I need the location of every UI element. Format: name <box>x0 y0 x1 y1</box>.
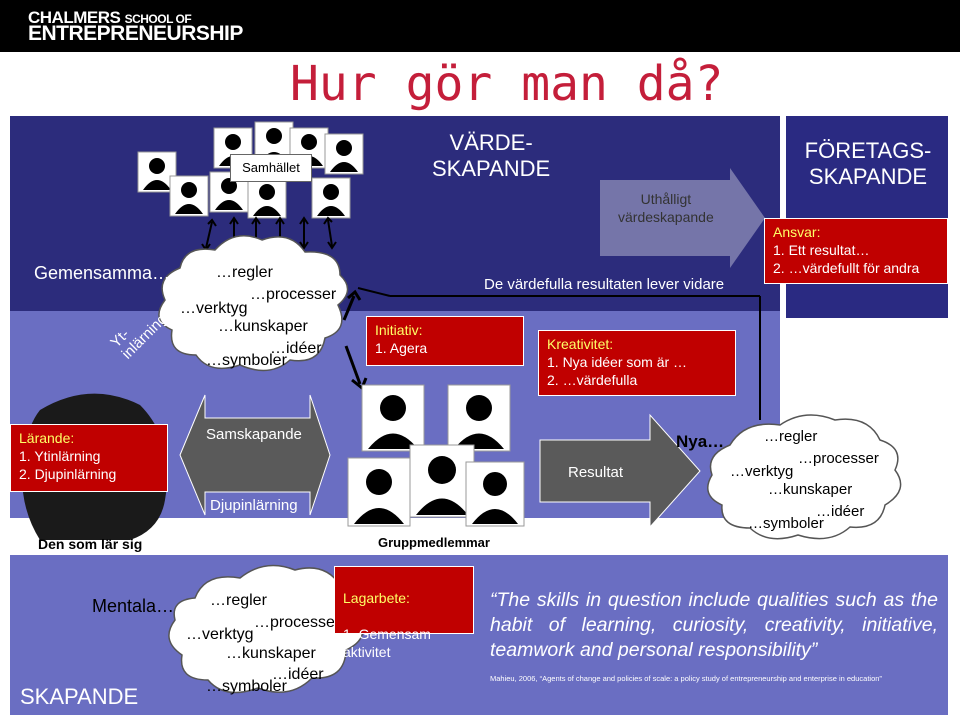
shared-label: Gemensamma… <box>34 263 171 283</box>
cloud-item: …kunskaper <box>218 318 308 335</box>
logo-chalmers: CHALMERS <box>28 8 121 27</box>
cloud-item: …verktyg <box>186 626 254 643</box>
mental-label: Mentala… <box>92 596 175 616</box>
connector-line-left <box>357 287 391 297</box>
results-live-on-label: De värdefulla resultaten lever vidare <box>484 276 725 293</box>
responsibility-item: 2. …värdefullt för andra <box>773 260 920 276</box>
learning-item: 2. Djupinlärning <box>19 466 117 482</box>
society-label: Samhället <box>230 154 312 182</box>
creativity-item: 2. …värdefulla <box>547 372 638 388</box>
result-label: Resultat <box>568 464 624 481</box>
middle-cloud <box>707 414 902 540</box>
responsibility-heading: Ansvar: <box>773 224 821 240</box>
creativity-item: 1. Nya idéer som är … <box>547 354 688 370</box>
learning-box: Lärande: 1. Ytinlärning 2. Djupinlärning <box>10 424 168 492</box>
initiative-arrows <box>342 289 368 391</box>
co-creation-double-arrow <box>179 394 331 516</box>
quote-text: “The skills in question include qualitie… <box>490 589 938 661</box>
group-members-icon <box>347 384 525 527</box>
cloud-item: …kunskaper <box>226 645 316 662</box>
value-creation-panel <box>10 116 780 311</box>
cloud-item: …symboler <box>748 515 824 532</box>
cloud-item: …processer <box>254 614 341 631</box>
cloud-item: …verktyg <box>180 300 248 317</box>
cloud-item: …verktyg <box>730 463 794 480</box>
teamwork-heading: Lagarbete: <box>343 590 410 606</box>
responsibility-box: Ansvar: 1. Ett resultat… 2. …värdefullt … <box>764 218 948 284</box>
cloud-item: …regler <box>764 428 818 445</box>
learning-heading: Lärande: <box>19 430 75 446</box>
initiative-box: Initiativ: 1. Agera <box>366 316 524 366</box>
cloud-item: …idéer <box>272 666 324 683</box>
logo-school-of: SCHOOL OF <box>124 12 192 26</box>
result-arrow <box>539 413 701 529</box>
sustainable-arrow <box>600 168 765 268</box>
logo: CHALMERS SCHOOL OF <box>28 8 192 28</box>
logo-entrepreneurship: ENTREPRENEURSHIP <box>28 22 243 45</box>
citation-text: Mahieu, 2006, “Agents of change and poli… <box>490 674 882 683</box>
company-creation-title: FÖRETAGS- SKAPANDE <box>804 138 932 189</box>
bottom-cloud <box>168 564 364 694</box>
cloud-item: …processer <box>798 450 879 467</box>
learner-label: Den som lär sig <box>38 536 143 552</box>
teamwork-item: 1. Gemensam aktivitet <box>343 626 431 660</box>
sustainable-value-label: Uthålligt värdeskapande <box>618 191 714 225</box>
creation-title: SKAPANDE <box>20 684 139 709</box>
group-members-label: Gruppmedlemmar <box>378 535 490 550</box>
new-label: Nya… <box>676 432 725 451</box>
slide-title: Hur gör man då? <box>290 56 724 112</box>
initiative-item: 1. Agera <box>375 340 428 356</box>
cloud-item: …idéer <box>816 503 865 520</box>
value-creation-title: VÄRDE- SKAPANDE <box>432 130 551 181</box>
cloud-item: …regler <box>216 264 273 281</box>
logo-bar <box>0 0 960 52</box>
creativity-heading: Kreativitet: <box>547 336 614 352</box>
creativity-box: Kreativitet: 1. Nya idéer som är … 2. …v… <box>538 330 736 396</box>
cloud-item: …regler <box>210 592 267 609</box>
cloud-item: …symboler <box>206 678 287 695</box>
teamwork-box: Lagarbete: 1. Gemensam aktivitet <box>334 566 474 660</box>
company-creation-panel <box>786 116 948 318</box>
mental-creation-panel <box>10 555 948 715</box>
responsibility-item: 1. Ett resultat… <box>773 242 870 258</box>
cloud-item: …processer <box>250 286 337 303</box>
co-creation-label: Samskapande <box>206 426 302 443</box>
cloud-item: …symboler <box>206 352 287 369</box>
cloud-item: …kunskaper <box>768 481 853 498</box>
learning-item: 1. Ytinlärning <box>19 448 101 464</box>
initiative-heading: Initiativ: <box>375 322 423 338</box>
top-cloud <box>158 235 349 372</box>
deep-learning-label: Djupinlärning <box>210 497 298 514</box>
cloud-item: …idéer <box>270 340 322 357</box>
